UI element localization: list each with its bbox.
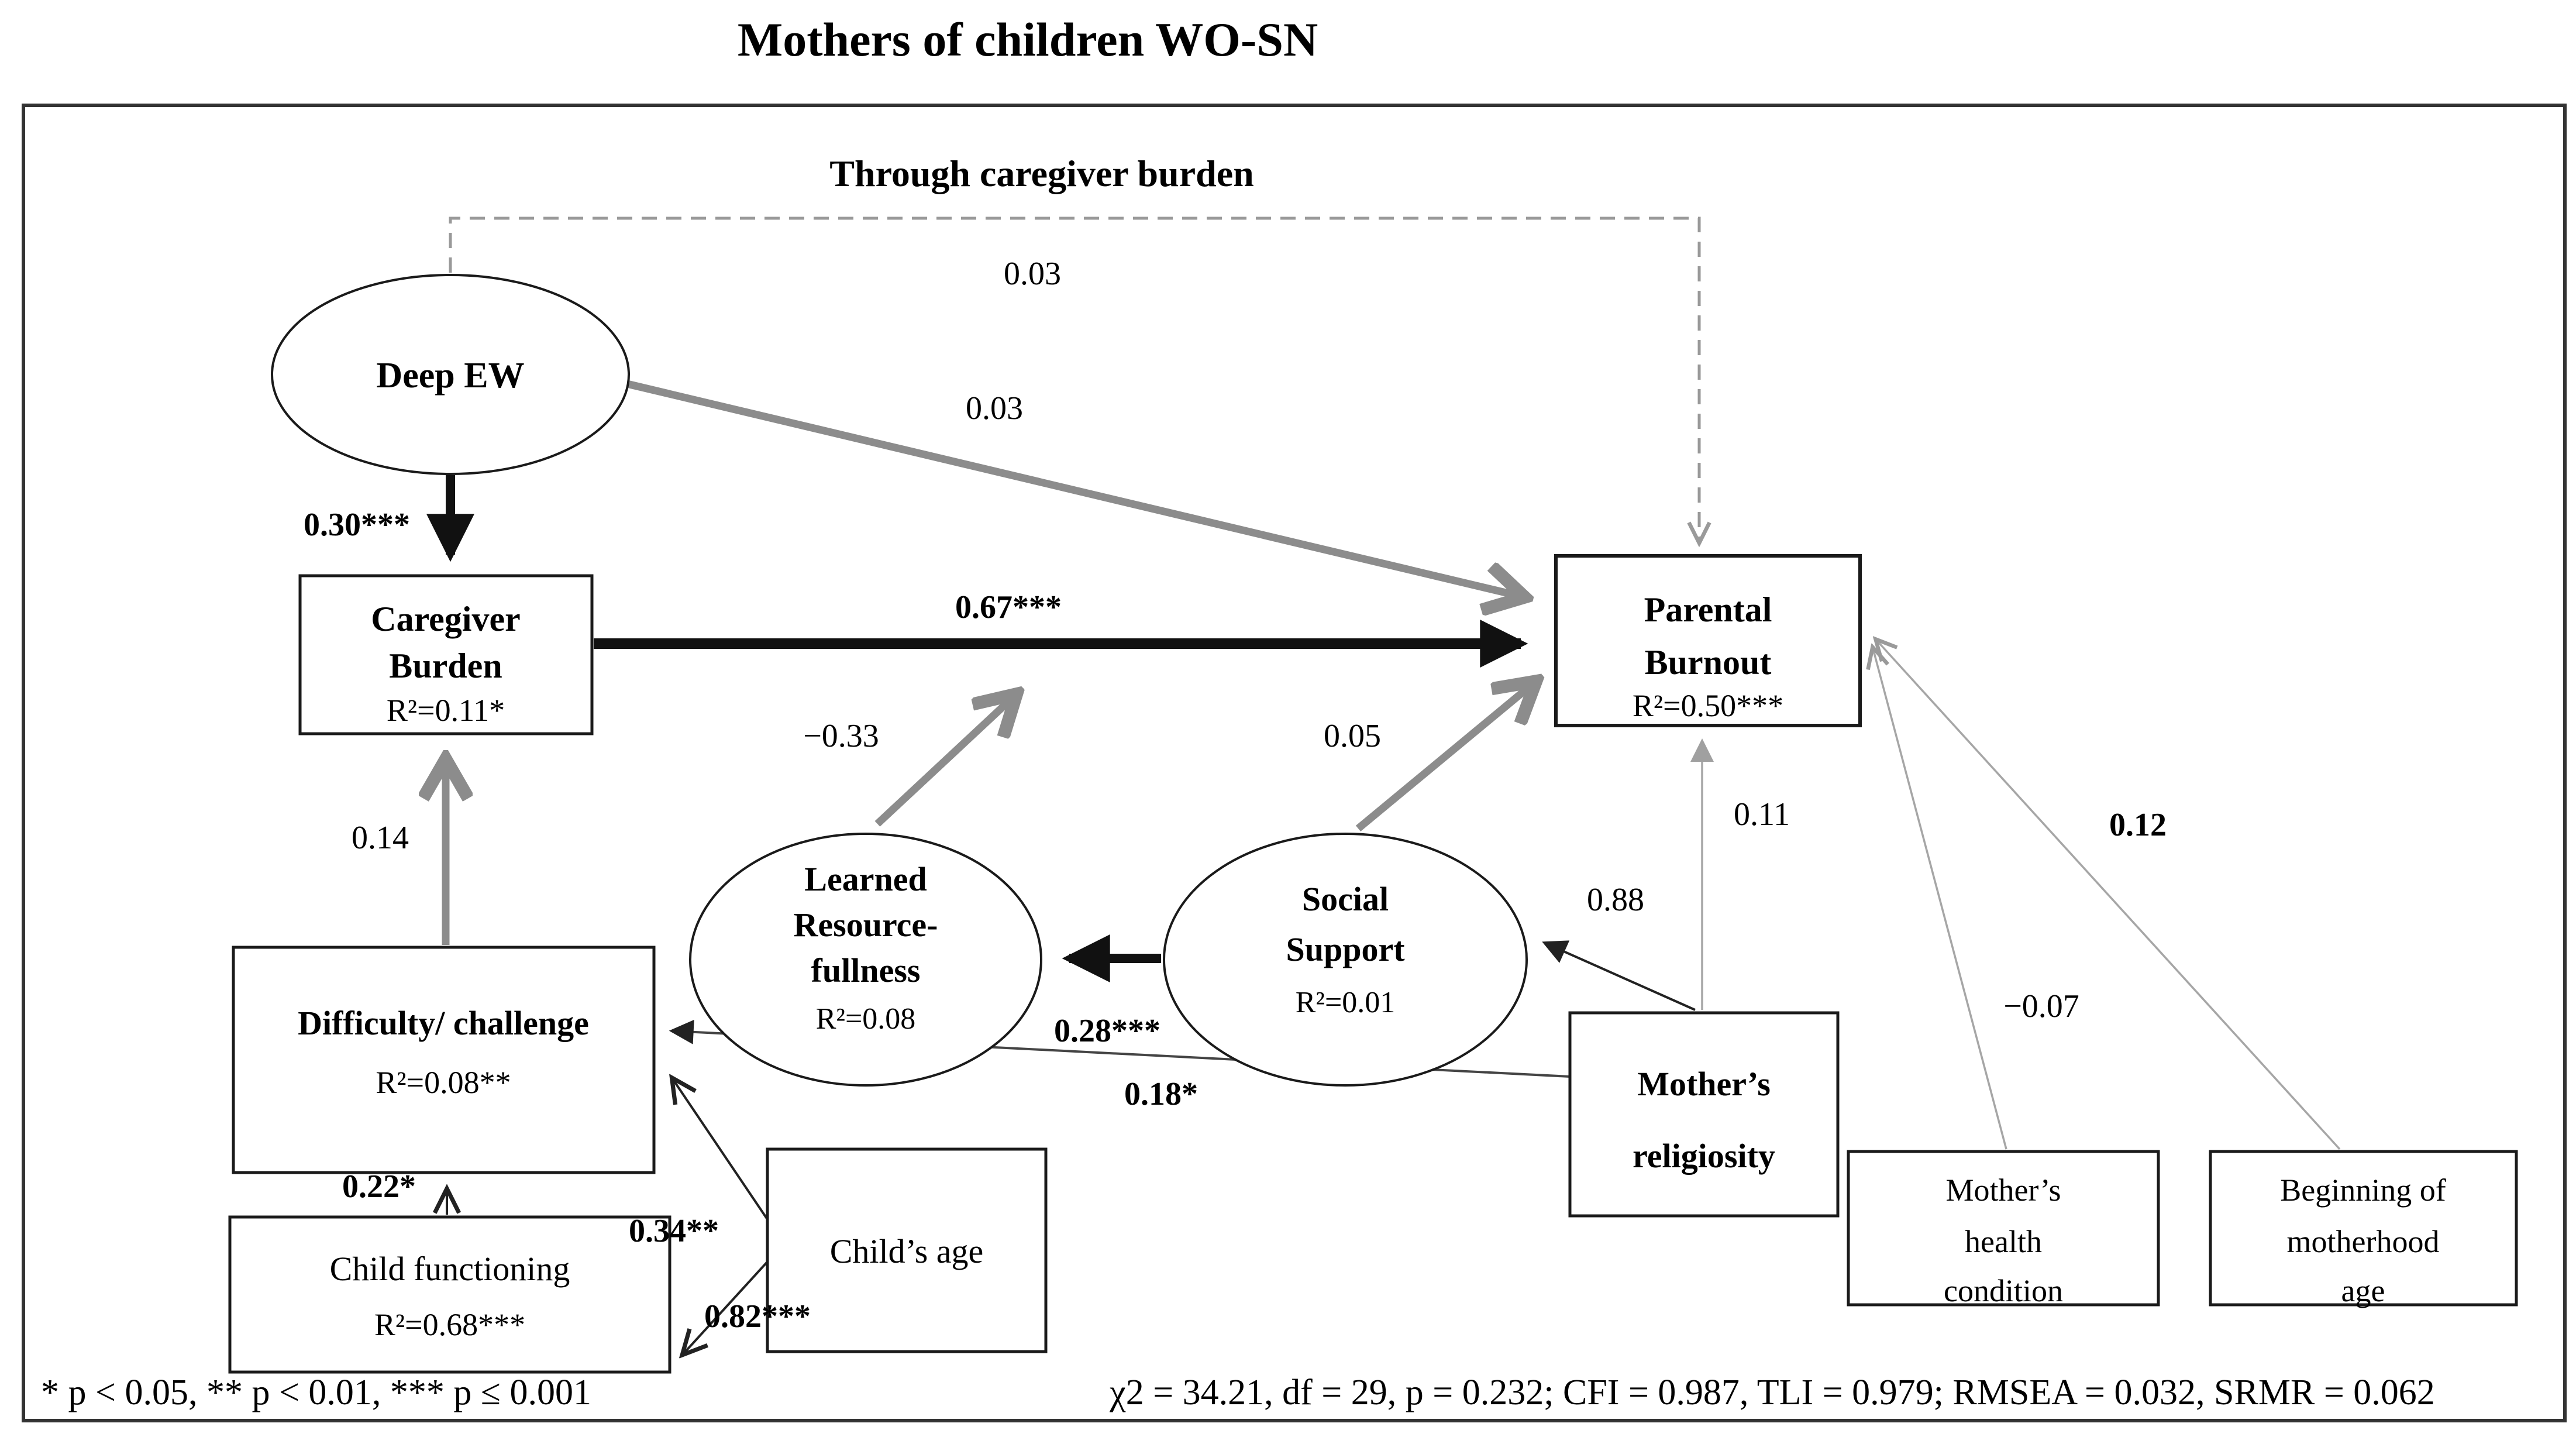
parental-burnout-label-2: Burnout [1645,643,1772,682]
caregiver-burden-box [298,574,594,735]
significance-footnote: * p < 0.05, ** p < 0.01, *** p ≤ 0.001 [41,1373,591,1412]
mothers-health-condition-box [1847,1150,2160,1307]
coef-learned-moderation: −0.33 [803,718,879,754]
beginning-motherhood-age-label-3: age [2341,1273,2385,1308]
mothers-health-condition-label-3: condition [1944,1273,2063,1308]
caregiver-burden-label-1: Caregiver [371,600,520,638]
coef-childsage-childfunc: 0.82*** [704,1298,811,1335]
childs-age-label: Child’s age [830,1232,984,1270]
mothers-health-condition-label-1: Mother’s [1946,1173,2061,1208]
difficulty-challenge-r2: R²=0.08** [376,1065,511,1100]
coef-health-burnout: −0.07 [2003,988,2079,1025]
parental-burnout-label-1: Parental [1644,590,1772,629]
beginning-motherhood-age-label-1: Beginning of [2280,1173,2446,1208]
coef-childfunc-difficulty: 0.22* [342,1168,416,1205]
through-caregiver-burden-label: Through caregiver burden [829,153,1253,194]
coef-social-learned: 0.28*** [1054,1013,1160,1049]
child-functioning-r2: R²=0.68*** [374,1307,525,1342]
path-motherhood-age-to-parental-burnout [1876,640,2341,1150]
path-childs-age-to-child-functioning [683,1258,771,1354]
coef-difficulty-caregiver: 0.14 [352,820,409,856]
mothers-religiosity-label-2: religiosity [1633,1137,1775,1175]
child-functioning-box [228,1215,671,1374]
learned-resourcefulness-ellipse [689,833,1042,1087]
coef-caregiver-burnout: 0.67*** [955,589,1062,625]
coef-social-burnout: 0.05 [1324,718,1381,754]
beginning-motherhood-age-label-2: motherhood [2287,1224,2440,1259]
deep-ew-ellipse [271,274,630,475]
social-support-label-1: Social [1302,880,1389,918]
difficulty-challenge-label: Difficulty/ challenge [298,1004,589,1042]
path-social-support-to-parental-burnout [1355,682,1535,832]
learned-resourcefulness-label-1: Learned [804,860,927,898]
figure-title: Mothers of children WO-SN [738,13,1318,66]
figure-border [22,104,2567,1422]
parental-burnout-box [1554,554,1862,727]
coef-motherhood-age-burnout: 0.12 [2109,807,2167,843]
mothers-religiosity-box [1568,1011,1840,1218]
social-support-ellipse [1163,833,1528,1087]
caregiver-burden-label-2: Burden [389,647,502,685]
childs-age-box [766,1147,1048,1353]
mothers-religiosity-label-1: Mother’s [1637,1065,1771,1103]
child-functioning-label: Child functioning [330,1250,570,1288]
difficulty-challenge-box [232,946,656,1174]
beginning-motherhood-age-box [2209,1150,2518,1307]
learned-resourcefulness-r2: R²=0.08 [816,1002,916,1036]
path-health-condition-to-parental-burnout [1873,648,2007,1150]
path-religiosity-to-social-support [1542,940,1696,1011]
parental-burnout-r2: R²=0.50*** [1633,688,1783,723]
caregiver-burden-r2: R²=0.11* [387,693,505,728]
coef-religiosity-burnout: 0.11 [1734,796,1790,833]
path-learned-resourcefulness-moderation [874,695,1015,827]
coef-religiosity-difficulty: 0.18* [1124,1076,1198,1112]
path-deep-ew-to-parental-burnout [626,380,1523,597]
indirect-coefficient-label: 0.03 [1004,256,1061,292]
social-support-r2: R²=0.01 [1296,986,1396,1019]
learned-resourcefulness-label-2: Resource- [794,906,938,944]
deep-ew-label: Deep EW [376,356,524,396]
learned-resourcefulness-label-3: fullness [811,951,921,989]
coef-childsage-difficulty: 0.34** [629,1213,719,1249]
model-fit-statistics: χ2 = 34.21, df = 29, p = 0.232; CFI = 0.… [1109,1373,2435,1412]
indirect-dashed-path [449,216,1699,542]
coef-religiosity-social: 0.88 [1587,882,1644,918]
coef-deep-ew-caregiver: 0.30*** [304,507,410,543]
mothers-health-condition-label-2: health [1965,1224,2042,1259]
path-childs-age-to-difficulty [673,1079,771,1224]
social-support-label-2: Support [1286,930,1405,968]
coef-deep-ew-burnout: 0.03 [966,390,1023,427]
